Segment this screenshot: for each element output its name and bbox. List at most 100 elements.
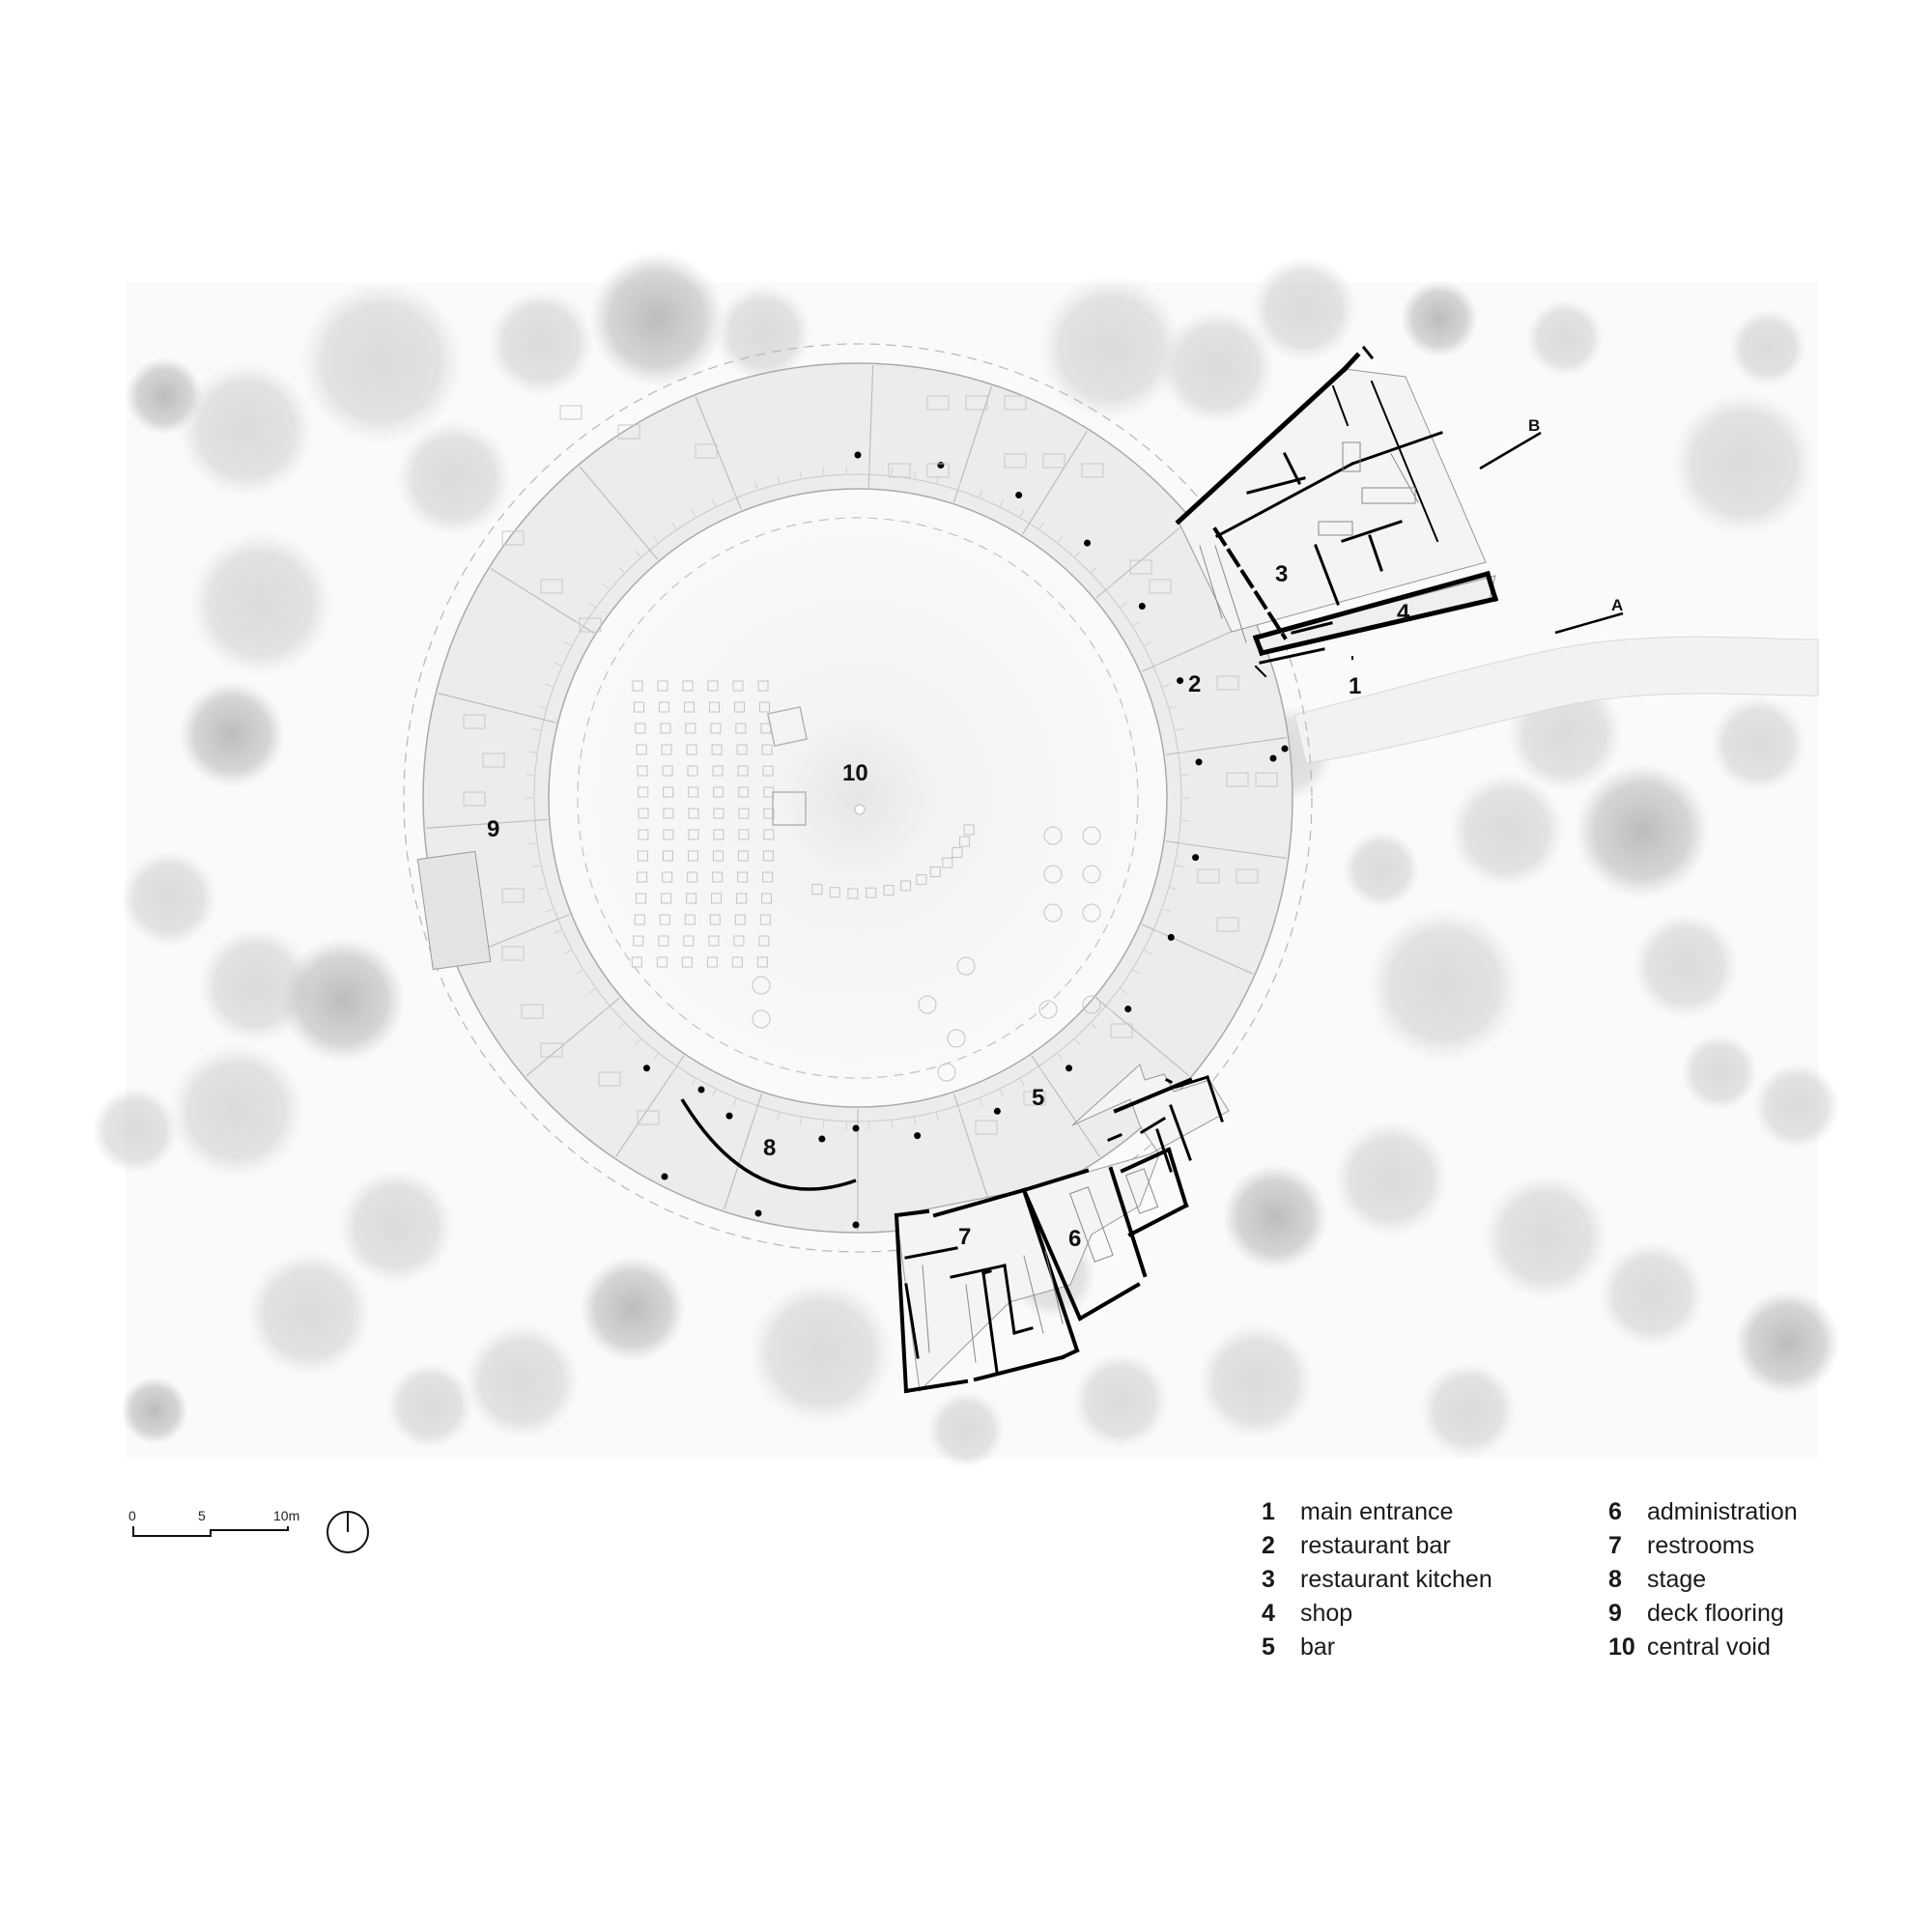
ring-rib-line	[1038, 522, 1044, 529]
seat-icon	[942, 857, 953, 868]
seat-icon	[638, 786, 649, 798]
seat-icon	[657, 680, 668, 692]
legend-number: 9	[1608, 1600, 1622, 1627]
ring-rib-line	[1038, 1066, 1044, 1074]
ring-rib-line	[538, 705, 547, 709]
seat-icon	[708, 935, 720, 947]
ring-rib-line	[754, 1106, 758, 1115]
column-dot	[1124, 1006, 1132, 1013]
seat-icon	[685, 723, 696, 734]
tree-canopy	[589, 251, 724, 386]
ring-rib-line	[1175, 727, 1183, 731]
ring-table-icon	[1197, 868, 1220, 884]
seat-icon	[635, 723, 646, 734]
legend-item: 10 central void	[1608, 1631, 1798, 1664]
section-line-a	[1554, 611, 1624, 635]
seat-icon	[738, 808, 750, 819]
ring-rib-line	[671, 522, 677, 529]
legend-label: stage	[1647, 1566, 1707, 1593]
seat-icon	[731, 956, 743, 968]
seat-icon	[761, 893, 773, 904]
ring-table-icon	[579, 617, 602, 633]
table-icon	[1082, 865, 1101, 884]
zone-label-5: 5	[1032, 1085, 1044, 1111]
tree-canopy	[1159, 309, 1275, 425]
legend-label: main entrance	[1300, 1498, 1454, 1525]
ring-rib-line	[564, 641, 572, 646]
legend-number: 10	[1608, 1634, 1635, 1661]
ring-rib-line	[526, 774, 534, 777]
north-arrow-icon	[327, 1511, 369, 1553]
scale-bar	[132, 1526, 289, 1537]
legend-label: shop	[1300, 1600, 1353, 1627]
ring-rib-line	[691, 509, 696, 518]
ring-details	[426, 365, 1287, 1231]
platform-icon	[772, 791, 807, 826]
seat-icon	[661, 893, 672, 904]
ring-rib-line	[603, 583, 610, 590]
ring-table-icon	[1023, 1091, 1046, 1106]
tree-canopy	[488, 290, 594, 396]
seat-icon	[736, 893, 748, 904]
ring-rib-line	[1106, 1006, 1113, 1012]
ring-rib-line	[1162, 908, 1171, 913]
ring-rib-line	[1181, 819, 1190, 822]
zone-label-7: 7	[958, 1224, 971, 1250]
tree-canopy	[179, 362, 314, 497]
table-icon	[752, 1009, 771, 1029]
seat-icon	[662, 765, 673, 777]
seat-icon	[636, 893, 647, 904]
seat-icon	[658, 701, 669, 713]
seat-icon	[734, 914, 746, 925]
ring-rib-line	[799, 1117, 803, 1125]
ring-rib-line	[999, 1089, 1005, 1097]
seat-icon	[738, 829, 750, 840]
ring-table-icon	[598, 1071, 621, 1087]
ring-rib-line	[554, 662, 562, 667]
seat-icon	[733, 701, 745, 713]
tree-canopy	[280, 937, 406, 1063]
column-dot	[1084, 539, 1092, 547]
ring-table-icon	[1004, 453, 1027, 469]
ring-rib-line	[1179, 751, 1187, 753]
tree-canopy	[1753, 1063, 1840, 1150]
ring-rib-line	[1175, 865, 1183, 868]
seat-icon	[638, 808, 649, 819]
legend-label: deck flooring	[1647, 1600, 1784, 1627]
central-void	[548, 488, 1168, 1108]
tree-canopy	[1343, 831, 1420, 908]
table-icon	[1043, 826, 1063, 845]
column-dot	[754, 1209, 762, 1217]
ring-rib-line	[691, 1078, 696, 1087]
ring-rib-line	[777, 1112, 781, 1121]
ring-table-icon	[463, 791, 486, 807]
ring-table-icon	[1042, 453, 1065, 469]
ring-rib-line	[532, 727, 541, 731]
tree-canopy	[1681, 1034, 1758, 1111]
legend-label: central void	[1647, 1634, 1771, 1661]
seat-icon	[633, 935, 644, 947]
zone-label-1: 1	[1349, 673, 1361, 699]
ring-table-icon	[617, 424, 640, 440]
tree-canopy	[121, 850, 217, 947]
legend-number: 8	[1608, 1566, 1622, 1593]
entrance-path	[1293, 636, 1819, 764]
ring-rib-line	[1153, 662, 1162, 667]
seat-icon	[683, 935, 695, 947]
ring-rib-line	[891, 467, 894, 475]
ring-rib-line	[732, 489, 737, 497]
ring-rib-line	[576, 969, 583, 975]
ring-partition-line	[1022, 430, 1088, 535]
column-dot	[1195, 758, 1203, 766]
ring-table-icon	[1081, 463, 1104, 478]
seat-icon	[712, 850, 724, 862]
ring-table-icon	[501, 946, 525, 961]
tree-canopy	[464, 1323, 580, 1439]
ring-table-icon	[463, 714, 486, 729]
ring-rib-line	[635, 551, 641, 557]
ring-rib-line	[588, 602, 596, 608]
ring-rib-line	[1132, 621, 1140, 627]
